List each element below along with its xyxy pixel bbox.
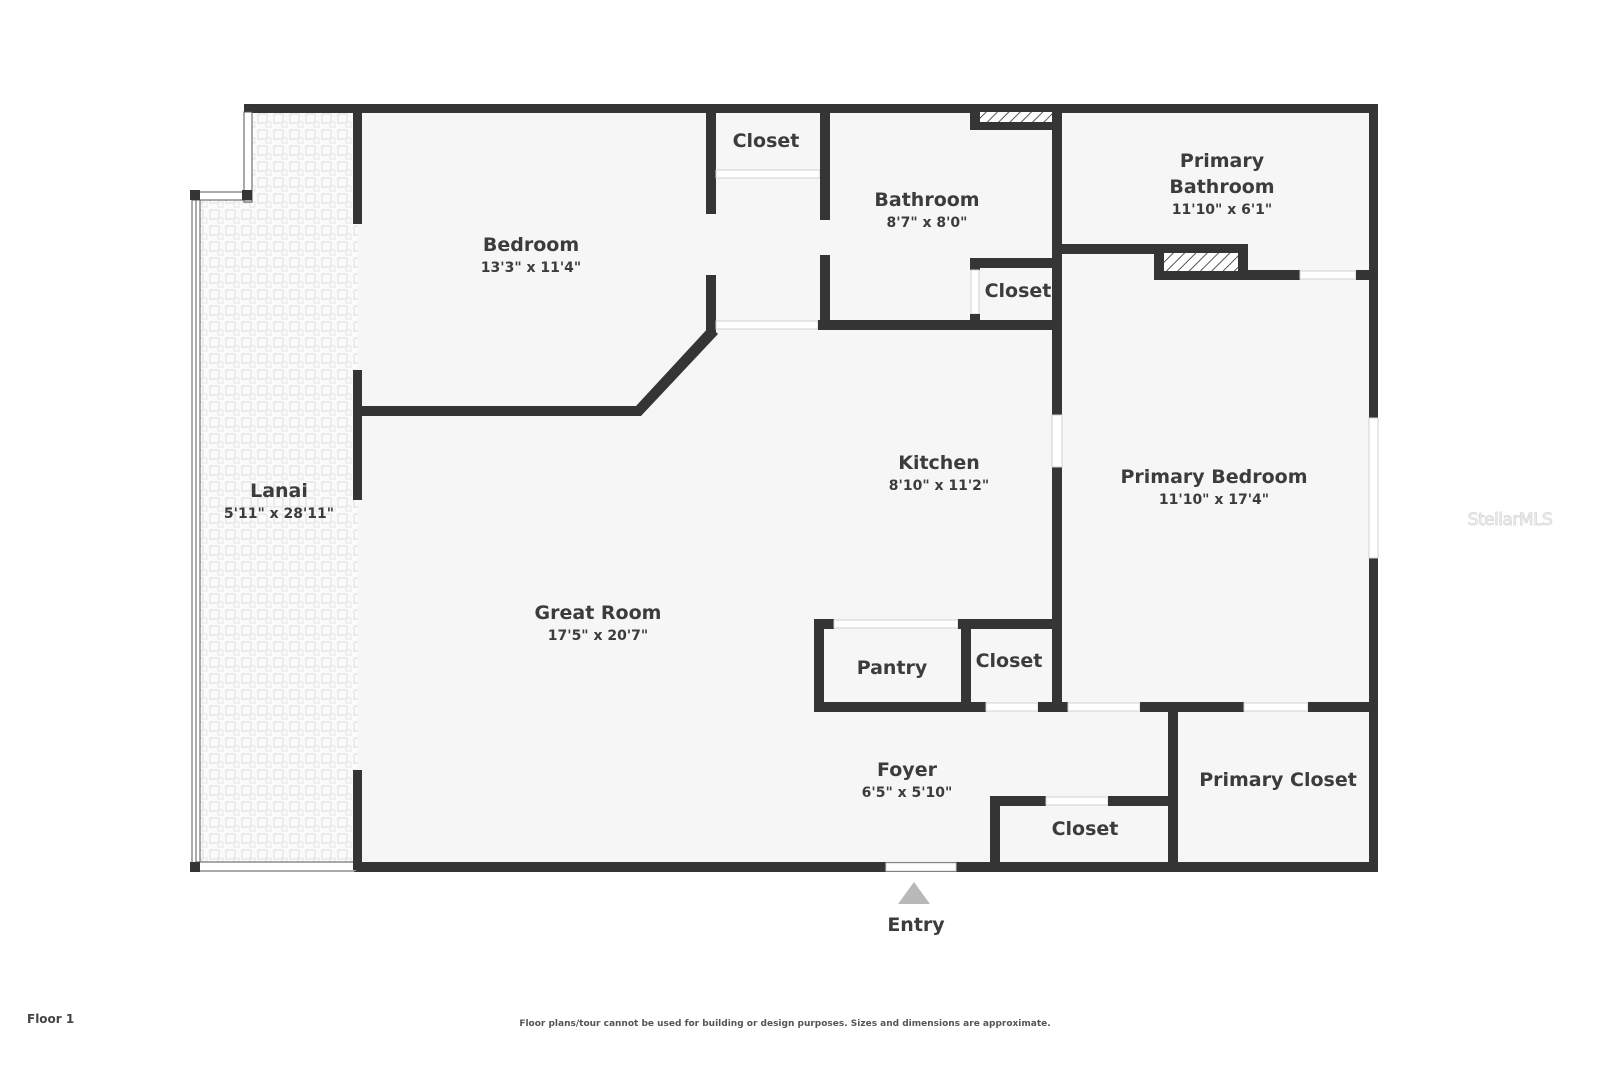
room-label-foyer: Foyer 6'5" x 5'10" — [862, 757, 953, 803]
pantry-walls — [814, 619, 1378, 712]
room-label-closet-foyer: Closet — [1052, 816, 1119, 842]
entry-arrow-icon — [898, 882, 930, 904]
room-label-primary-closet: Primary Closet — [1199, 767, 1357, 793]
room-name: Bathroom — [874, 189, 980, 211]
room-name: Lanai — [250, 480, 308, 502]
room-label-kitchen: Kitchen 8'10" x 11'2" — [889, 450, 989, 496]
watermark: StellarMLS — [1467, 510, 1553, 531]
room-name-line1: Primary — [1179, 150, 1265, 172]
primary-bathroom-walls — [1058, 244, 1379, 559]
room-dimensions: 11'10" x 6'1" — [1171, 202, 1273, 218]
room-name: Bedroom — [482, 234, 580, 256]
room-dimensions: 8'10" x 11'2" — [888, 478, 990, 494]
room-label-bathroom: Bathroom 8'7" x 8'0" — [874, 187, 979, 233]
room-name: Great Room — [534, 602, 662, 624]
room-name: Primary Bedroom — [1120, 466, 1308, 488]
room-label-great-room: Great Room 17'5" x 20'7" — [535, 600, 662, 646]
lanai-area — [196, 112, 358, 864]
room-name: Closet — [732, 130, 800, 152]
room-name: Closet — [1051, 818, 1119, 840]
room-label-closet-bath: Closet — [985, 278, 1052, 304]
room-dimensions: 6'5" x 5'10" — [861, 785, 953, 801]
entry-label: Entry — [887, 914, 945, 936]
room-name: Closet — [975, 650, 1043, 672]
room-name: Kitchen — [898, 452, 980, 474]
room-label-closet-top: Closet — [733, 128, 800, 154]
room-dimensions: 11'10" x 17'4" — [1158, 492, 1270, 508]
closet-hall-walls — [715, 104, 1058, 330]
room-dimensions: 8'7" x 8'0" — [886, 215, 968, 231]
room-label-bedroom: Bedroom 13'3" x 11'4" — [481, 232, 581, 278]
disclaimer-text: Floor plans/tour cannot be used for buil… — [519, 1019, 1051, 1029]
foyer-walls — [885, 702, 1178, 872]
bathroom-walls — [970, 104, 1063, 704]
room-name: Foyer — [877, 759, 937, 781]
room-label-lanai: Lanai 5'11" x 28'11" — [224, 478, 334, 524]
interior-floor — [358, 112, 1372, 864]
room-label-pantry: Pantry — [857, 655, 928, 681]
room-dimensions: 5'11" x 28'11" — [223, 506, 335, 522]
floor-label: Floor 1 — [27, 1012, 75, 1026]
room-name-line2: Bathroom — [1169, 176, 1275, 198]
room-name: Pantry — [856, 657, 928, 679]
room-name: Closet — [984, 280, 1052, 302]
room-name: Primary Closet — [1199, 769, 1357, 791]
room-dimensions: 13'3" x 11'4" — [480, 260, 582, 276]
room-dimensions: 17'5" x 20'7" — [547, 628, 649, 644]
room-label-primary-bathroom: Primary Bathroom 11'10" x 6'1" — [1169, 148, 1274, 220]
bedroom-walls — [358, 104, 718, 416]
room-label-primary-bedroom: Primary Bedroom 11'10" x 17'4" — [1120, 464, 1307, 510]
room-label-closet-kitchen: Closet — [976, 648, 1043, 674]
